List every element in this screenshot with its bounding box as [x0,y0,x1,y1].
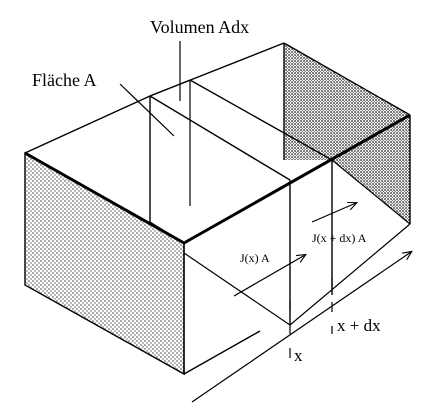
flux-x-label: J(x) A [240,251,270,265]
front-bottom-edge [183,330,261,375]
top-left-edge [24,151,185,245]
x-axis-arrow [191,252,411,403]
slice-x-bottom [149,221,185,244]
slice-xdx-top [189,79,333,161]
front-top-edge [183,113,411,245]
slice-top-connector [149,79,191,97]
slice-x-top [149,95,291,181]
inner-floor-right [289,223,411,326]
flux-arrow-xdx [311,203,356,223]
flux-xdx-label: J(x + dx) A [312,231,367,245]
volume-label: Volumen Adx [150,17,249,37]
position-x-label: x [294,346,303,365]
right-back-face [284,43,410,224]
position-xdx-label: x + dx [337,316,381,335]
back-top-right-edge [283,42,411,116]
inner-back-floor [331,159,411,225]
inner-floor-front [183,252,291,326]
left-end-face [24,151,185,376]
area-leader [119,83,175,137]
area-label: Fläche A [32,70,97,90]
flux-arrow-x [233,255,305,297]
